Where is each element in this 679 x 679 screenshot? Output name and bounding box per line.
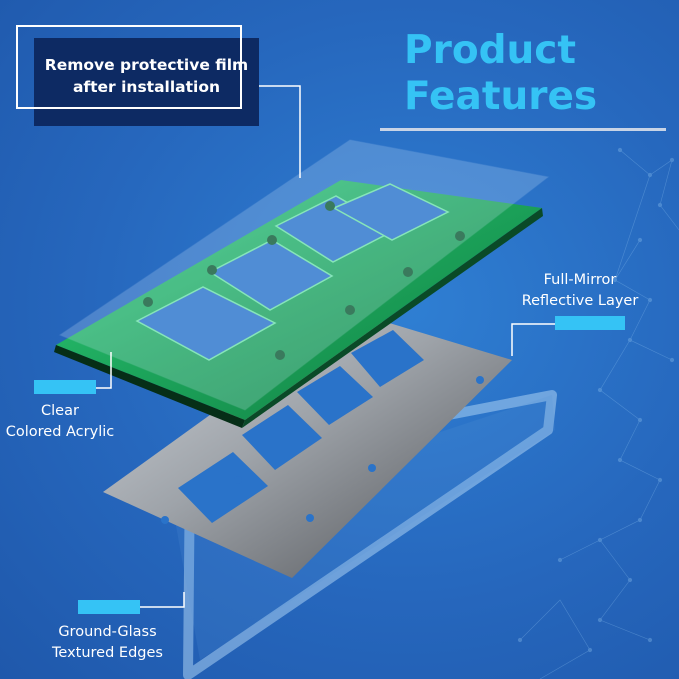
leader-lines — [96, 85, 555, 608]
protective-film-callout: Remove protective film after installatio… — [34, 54, 259, 98]
glass-label-line-2: Textured Edges — [52, 645, 163, 661]
acrylic-plate — [54, 180, 543, 428]
glass-label-line-1: Ground-Glass — [58, 624, 157, 640]
mirror-layer — [103, 312, 512, 578]
label-full-mirror-reflective-layer: Full-Mirror Reflective Layer — [520, 270, 640, 312]
glass-label-tag — [78, 600, 140, 614]
page-title: Product Features — [404, 28, 597, 120]
protective-film — [58, 139, 550, 411]
mirror-label-line-1: Full-Mirror — [543, 272, 617, 288]
title-line-2: Features — [404, 74, 598, 119]
title-line-1: Product — [404, 28, 577, 73]
mirror-label-tag — [555, 316, 625, 330]
label-ground-glass-textured-edges: Ground-Glass Textured Edges — [40, 622, 175, 664]
callout-line-1: Remove protective film — [44, 56, 249, 74]
label-clear-colored-acrylic: Clear Colored Acrylic — [0, 401, 120, 443]
callout-line-2: after installation — [72, 78, 221, 96]
callout-frame — [16, 25, 242, 109]
acrylic-label-tag — [34, 380, 96, 394]
network-decoration — [517, 147, 679, 679]
title-underline — [380, 128, 666, 131]
acrylic-label-line-1: Clear — [41, 403, 79, 419]
callout-background — [34, 38, 259, 126]
acrylic-label-line-2: Colored Acrylic — [5, 424, 115, 440]
mirror-label-line-2: Reflective Layer — [521, 293, 639, 309]
